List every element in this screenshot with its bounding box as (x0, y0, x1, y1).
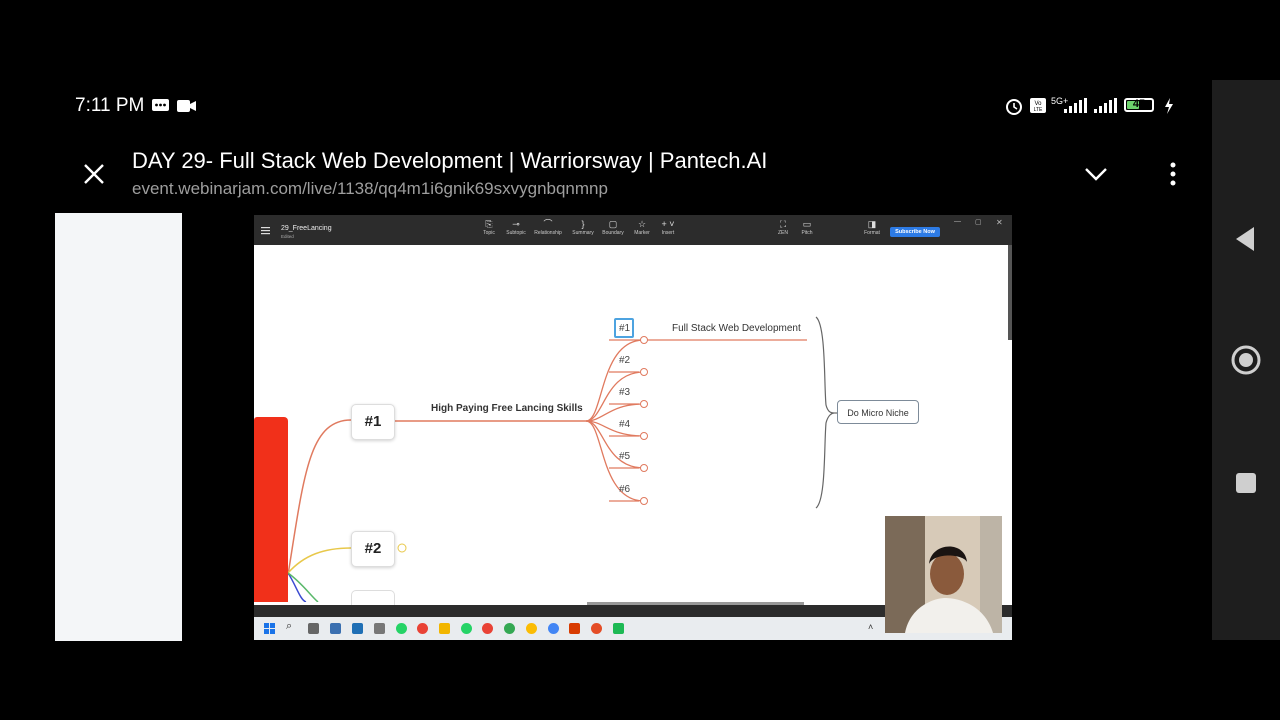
status-strip (254, 605, 1012, 617)
chrome-icon[interactable] (417, 623, 428, 634)
system-navigation-bar (1212, 80, 1280, 640)
taskbar-app-icon-2[interactable] (330, 623, 341, 634)
branch-label[interactable]: High Paying Free Lancing Skills (431, 403, 583, 414)
relationship-button[interactable]: ⌒Relationship (534, 219, 562, 236)
charging-icon (1165, 98, 1173, 114)
central-topic-node[interactable] (254, 417, 288, 602)
pitch-icon: ▭ (802, 219, 812, 229)
xmind-window: 29_FreeLancing Edited ⎘Topic ⊸Subtopic ⌒… (254, 215, 1012, 640)
maximize-icon[interactable]: ▢ (975, 219, 982, 226)
topic-icon: ⎘ (485, 219, 493, 229)
file-name: 29_FreeLancing (281, 225, 332, 232)
signal-icon-2 (1094, 98, 1117, 113)
summary-icon: } (581, 219, 585, 229)
minimize-icon[interactable]: — (954, 218, 961, 225)
boundary-icon: ▢ (608, 219, 618, 229)
topic-button[interactable]: ⎘Topic (474, 219, 504, 236)
svg-text:Vo: Vo (1034, 101, 1042, 107)
taskbar-search-icon[interactable]: ⌕ (286, 620, 293, 632)
subitem-4[interactable]: #4 (619, 419, 631, 430)
chrome-icon-2[interactable] (482, 623, 493, 634)
chrome-icon-4[interactable] (526, 623, 537, 634)
windows-taskbar: ⌕ ˄ (254, 617, 1012, 640)
xmind-toolbar: 29_FreeLancing Edited ⎘Topic ⊸Subtopic ⌒… (254, 215, 1012, 245)
signal-icon (1064, 98, 1087, 113)
marker-icon: ☆ (637, 219, 647, 229)
relationship-icon: ⌒ (543, 219, 553, 229)
svg-text:LTE: LTE (1034, 107, 1043, 113)
page-url: event.webinarjam.com/live/1138/qq4m1i6gn… (132, 179, 608, 198)
battery-level: 45 (1132, 98, 1146, 110)
whatsapp-icon-2[interactable] (461, 623, 472, 634)
taskbar-app-icon-4[interactable] (374, 623, 385, 634)
subitem-3[interactable]: #3 (619, 387, 631, 398)
vertical-scrollbar[interactable] (1008, 245, 1012, 340)
page-title: DAY 29- Full Stack Web Development | War… (132, 148, 768, 173)
format-icon: ◨ (867, 219, 877, 229)
marker-button[interactable]: ☆Marker (627, 219, 657, 236)
plus-icon: + ˅ (661, 219, 675, 229)
presenter-webcam (885, 516, 1002, 633)
zen-button[interactable]: ⛶ZEN (768, 219, 798, 236)
zen-icon: ⛶ (779, 219, 787, 229)
chrome-icon-3[interactable] (504, 623, 515, 634)
topic-node-1[interactable]: #1 (351, 404, 395, 440)
home-icon[interactable] (1230, 344, 1262, 376)
topic-node-2[interactable]: #2 (351, 531, 395, 567)
whatsapp-icon[interactable] (396, 623, 407, 634)
video-camera-icon (177, 100, 196, 112)
topic-node-3[interactable] (351, 590, 395, 605)
message-icon (152, 99, 169, 111)
taskbar-app-icon-6[interactable] (591, 623, 602, 634)
window-close-icon[interactable]: ✕ (996, 218, 1003, 227)
tray-chevron-icon[interactable]: ˄ (868, 622, 874, 632)
recents-icon[interactable] (1235, 472, 1257, 494)
boundary-button[interactable]: ▢Boundary (598, 219, 628, 236)
chevron-down-icon[interactable] (1084, 166, 1108, 182)
back-icon[interactable] (1234, 226, 1256, 252)
battery-fill (1127, 101, 1139, 109)
pitch-button[interactable]: ▭Pitch (792, 219, 822, 236)
network-type-label: 5G+ (1051, 96, 1069, 106)
format-button[interactable]: ◨Format (857, 219, 887, 236)
file-status: Edited (281, 234, 294, 239)
taskbar-app-icon-1[interactable] (308, 623, 319, 634)
alarm-icon (1006, 99, 1022, 115)
subitem-6[interactable]: #6 (619, 484, 631, 495)
taskbar-app-icon-5[interactable] (569, 623, 580, 634)
more-options-icon[interactable] (1168, 160, 1178, 188)
summary-button[interactable]: }Summary (568, 219, 598, 236)
subitem-5[interactable]: #5 (619, 451, 631, 462)
windows-start-icon[interactable] (264, 623, 275, 634)
taskbar-app-icon-7[interactable] (613, 623, 624, 634)
insert-button[interactable]: + ˅Insert (653, 219, 683, 236)
chrome-icon-5[interactable] (548, 623, 559, 634)
horizontal-scrollbar[interactable] (587, 602, 804, 606)
subtopic-button[interactable]: ⊸Subtopic (501, 219, 531, 236)
subitem-1-label[interactable]: Full Stack Web Development (672, 323, 801, 334)
summary-node[interactable]: Do Micro Niche (837, 400, 919, 424)
presenter-video-icon (885, 516, 1002, 633)
taskbar-app-icon-3[interactable] (352, 623, 363, 634)
battery-icon: 45 (1124, 98, 1154, 112)
status-time: 7:11 PM (75, 95, 145, 116)
subtopic-icon: ⊸ (512, 219, 520, 229)
mind-map-canvas[interactable]: #1 #2 High Paying Free Lancing Skills #1… (254, 245, 1012, 605)
folder-icon[interactable] (439, 623, 450, 634)
selected-subitem-frame[interactable] (614, 318, 634, 338)
menu-icon[interactable] (261, 227, 270, 235)
subscribe-button[interactable]: Subscribe Now (890, 227, 940, 237)
mind-map-connectors (287, 316, 838, 602)
subitem-2[interactable]: #2 (619, 355, 631, 366)
close-icon[interactable] (82, 162, 106, 186)
subitem-1[interactable]: #1 (619, 323, 631, 334)
